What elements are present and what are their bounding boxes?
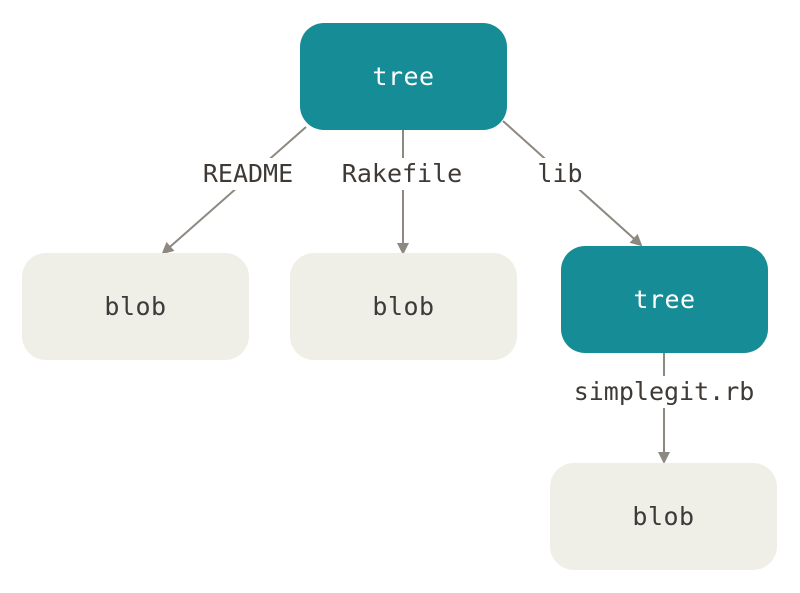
edge-label-lib: lib xyxy=(534,158,586,190)
root-tree-label: tree xyxy=(372,62,435,91)
lib-tree-node: tree xyxy=(561,246,768,353)
edge-label-readme: README xyxy=(199,158,297,190)
edge-label-simplegit: simplegit.rb xyxy=(570,376,758,408)
rakefile-blob-label: blob xyxy=(372,292,435,321)
simplegit-blob-label: blob xyxy=(632,502,695,531)
lib-tree-label: tree xyxy=(633,285,696,314)
simplegit-blob-node: blob xyxy=(550,463,777,570)
readme-blob-label: blob xyxy=(104,292,167,321)
edge-readme-line xyxy=(161,126,307,255)
rakefile-blob-node: blob xyxy=(290,253,517,360)
edge-label-rakefile: Rakefile xyxy=(338,158,466,190)
readme-blob-node: blob xyxy=(22,253,249,360)
root-tree-node: tree xyxy=(300,23,507,130)
